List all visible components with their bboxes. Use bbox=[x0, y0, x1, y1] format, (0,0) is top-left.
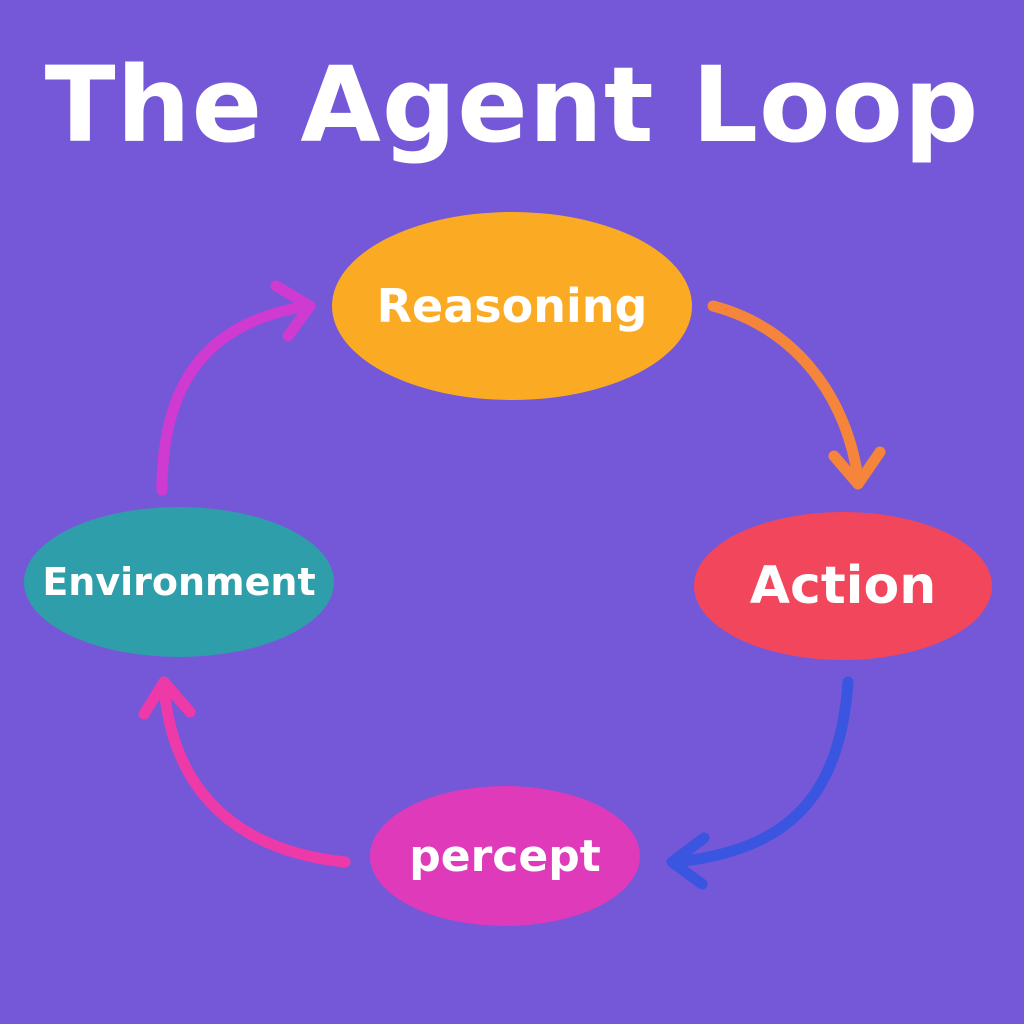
percept-label: percept bbox=[409, 830, 601, 882]
arrow-action-to-percept bbox=[666, 676, 854, 890]
reasoning-label: Reasoning bbox=[376, 279, 648, 333]
action-label: Action bbox=[749, 556, 937, 616]
environment-label: Environment bbox=[42, 560, 316, 604]
arrow-environment-to-reasoning bbox=[156, 280, 316, 496]
environment-node: Environment bbox=[24, 507, 334, 657]
arrow-percept-to-environment bbox=[138, 676, 351, 868]
percept-node: percept bbox=[370, 786, 640, 926]
arrow-reasoning-to-action bbox=[707, 300, 886, 490]
diagram-title: The Agent Loop bbox=[44, 44, 980, 166]
reasoning-node: Reasoning bbox=[332, 212, 692, 400]
action-node: Action bbox=[694, 512, 992, 660]
